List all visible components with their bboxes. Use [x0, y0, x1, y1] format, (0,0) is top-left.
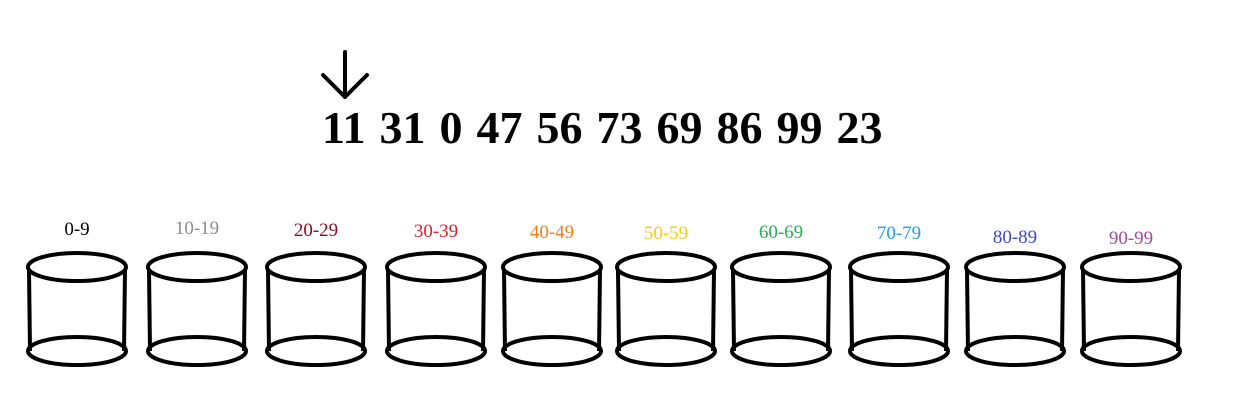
- number-sequence: 11 31 0 47 56 73 69 86 99 23: [322, 100, 896, 156]
- bucket-20-29: [265, 251, 367, 367]
- bucket-90-99: [1080, 251, 1182, 367]
- bucket-0-9: [26, 251, 128, 367]
- sequence-number: 11: [322, 102, 366, 153]
- bucket-label: 0-9: [64, 219, 90, 240]
- down-arrow-icon: [321, 50, 369, 99]
- bucket-60-69: [730, 251, 832, 367]
- sequence-number: 73: [596, 102, 643, 153]
- bucket-label: 40-49: [529, 222, 575, 243]
- bucket-10-19: [146, 251, 248, 367]
- bucket-70-79: [848, 251, 950, 367]
- sequence-number: 47: [476, 102, 523, 153]
- sequence-number: 99: [776, 102, 823, 153]
- bucket-label: 20-29: [293, 220, 339, 241]
- bucket-label: 50-59: [643, 223, 689, 244]
- bucket-30-39: [385, 251, 487, 367]
- sequence-number: 23: [836, 102, 883, 153]
- bucket-label: 70-79: [876, 223, 922, 244]
- sequence-number: 31: [379, 102, 426, 153]
- sequence-number: 56: [536, 102, 583, 153]
- sequence-number: 0: [439, 102, 463, 153]
- bucket-label: 80-89: [992, 227, 1038, 248]
- bucket-label: 10-19: [174, 218, 220, 239]
- bucket-label: 30-39: [413, 221, 459, 242]
- bucket-label: 90-99: [1108, 228, 1154, 249]
- sequence-number: 69: [656, 102, 703, 153]
- bucket-80-89: [964, 251, 1066, 367]
- bucket-40-49: [501, 251, 603, 367]
- bucket-label: 60-69: [758, 222, 804, 243]
- bucket-50-59: [615, 251, 717, 367]
- sequence-number: 86: [716, 102, 763, 153]
